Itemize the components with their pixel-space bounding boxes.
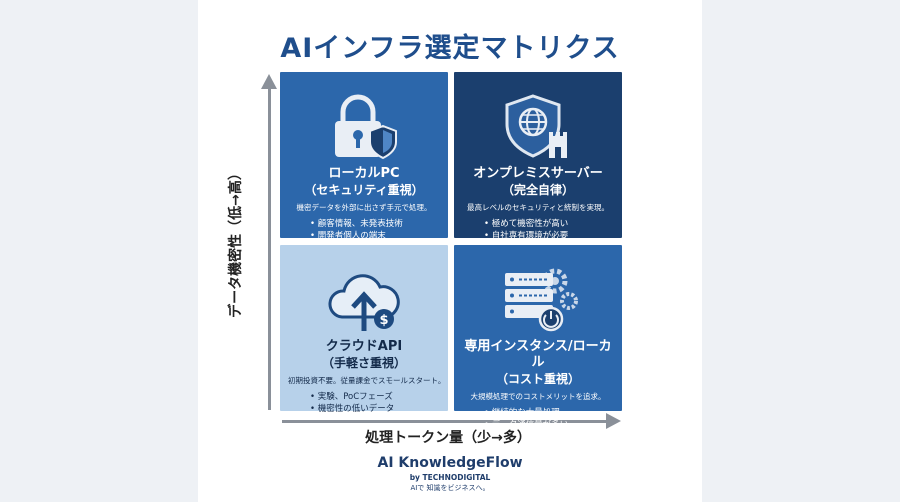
brand-footer: AI KnowledgeFlow by TECHNODIGITAL AIで 知識… [198, 455, 702, 493]
quadrant-title: クラウドAPI [325, 339, 403, 354]
quadrant-bullets: 極めて機密性が高い 自社専有環境が必要 [462, 218, 614, 242]
x-axis-line [282, 420, 608, 423]
y-axis-arrow-icon [261, 74, 277, 89]
brand-name: AI KnowledgeFlow [377, 455, 523, 471]
quadrant-description: 初期投資不要。従量課金でスモールスタート。 [288, 376, 446, 385]
quadrant-bullets: 顧客情報、未発表技術 開発者個人の端末 [288, 218, 440, 242]
list-item: 顧客情報、未発表技術 [310, 218, 440, 230]
quadrant-local-pc: ローカルPC （セキュリティ重視） 機密データを外部に出さず手元で処理。 顧客情… [280, 72, 448, 241]
y-axis-line [268, 88, 271, 410]
quadrant-description: 大規模処理でのコストメリットを追求。 [470, 392, 606, 401]
list-item: 継続的な大量処理 [484, 407, 614, 419]
brand-tagline: AIで 知識をビジネスへ。 [410, 484, 490, 492]
quadrant-title: ローカルPC [328, 166, 400, 181]
x-axis-label: 処理トークン量（少→多） [365, 430, 531, 446]
quadrant-title: オンプレミスサーバー [473, 166, 603, 181]
shield-globe-castle-icon [462, 72, 614, 160]
y-axis-label: データ機密性（低→高） [228, 166, 244, 318]
padlock-shield-icon [288, 72, 440, 160]
quadrant-bullets: 継続的な大量処理 データ通信量が多い [462, 407, 614, 431]
matrix-canvas: AIインフラ選定マトリクス データ機密性（低→高） 処理トークン量（少→多） ロ… [198, 0, 702, 502]
svg-text:$: $ [379, 313, 388, 328]
list-item: 開発者個人の端末 [310, 230, 440, 242]
quadrant-on-premise: オンプレミスサーバー （完全自律） 最高レベルのセキュリティと統制を実現。 極め… [454, 72, 622, 241]
list-item: データ通信量が多い [484, 419, 614, 431]
quadrant-description: 機密データを外部に出さず手元で処理。 [296, 203, 432, 212]
quadrant-title: 専用インスタンス/ローカル [464, 339, 612, 370]
server-gear-power-icon [462, 245, 614, 333]
quadrant-subtitle: （セキュリティ重視） [304, 183, 424, 197]
quadrant-bullets: 実験、PoCフェーズ 機密性の低いデータ [288, 391, 440, 415]
quadrant-description: 最高レベルのセキュリティと統制を実現。 [466, 203, 610, 212]
list-item: 実験、PoCフェーズ [310, 391, 440, 403]
quadrant-subtitle: （コスト重視） [495, 372, 580, 386]
quadrant-cloud-api: $ クラウドAPI （手軽さ重視） 初期投資不要。従量課金でスモールスタート。 … [280, 245, 448, 414]
brand-byline: by TECHNODIGITAL [409, 473, 491, 482]
list-item: 自社専有環境が必要 [484, 230, 614, 242]
list-item: 極めて機密性が高い [484, 218, 614, 230]
cloud-upload-dollar-icon: $ [288, 245, 440, 333]
page-title: AIインフラ選定マトリクス [280, 33, 620, 64]
list-item: 機密性の低いデータ [310, 403, 440, 415]
quadrant-subtitle: （手軽さ重視） [321, 356, 406, 370]
quadrant-subtitle: （完全自律） [501, 183, 574, 197]
quadrant-dedicated-instance: 専用インスタンス/ローカル （コスト重視） 大規模処理でのコストメリットを追求。… [454, 245, 622, 430]
